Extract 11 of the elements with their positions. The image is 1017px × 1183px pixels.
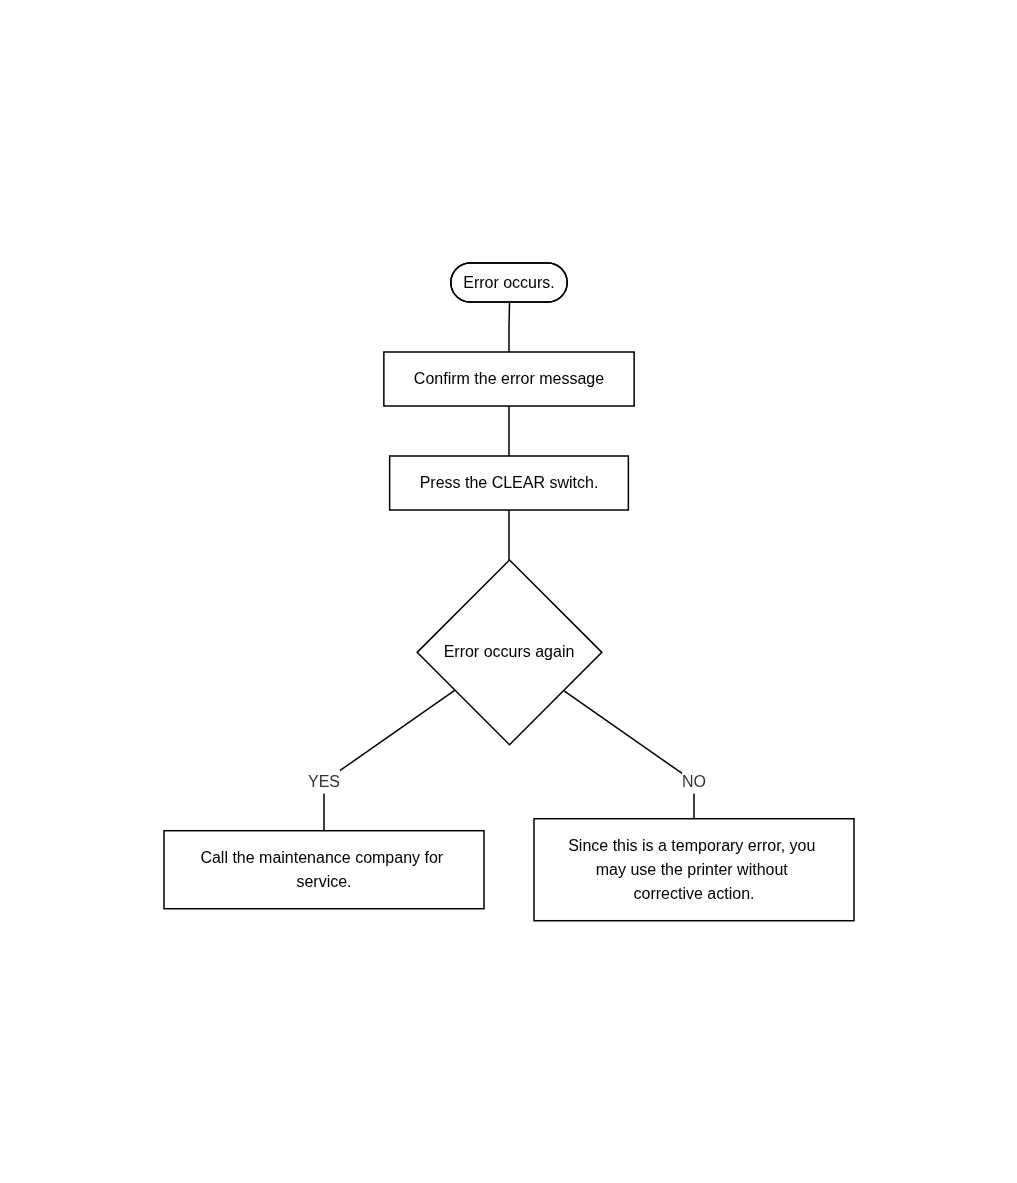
- connector: [562, 689, 695, 820]
- connector: [507, 404, 510, 457]
- node-box: Confirm the error message: [382, 350, 635, 407]
- edge-label: YES: [307, 772, 340, 790]
- connector: [507, 508, 510, 561]
- node-box: Call the maintenance company for service.: [162, 829, 485, 910]
- edge-label: NO: [681, 772, 706, 790]
- connector: [507, 301, 510, 353]
- node-diamond: Error occurs again: [415, 558, 603, 746]
- node-box: Press the CLEAR switch.: [388, 454, 629, 511]
- node-box: Since this is a temporary error, you may use the printer without corrective action.: [532, 817, 855, 922]
